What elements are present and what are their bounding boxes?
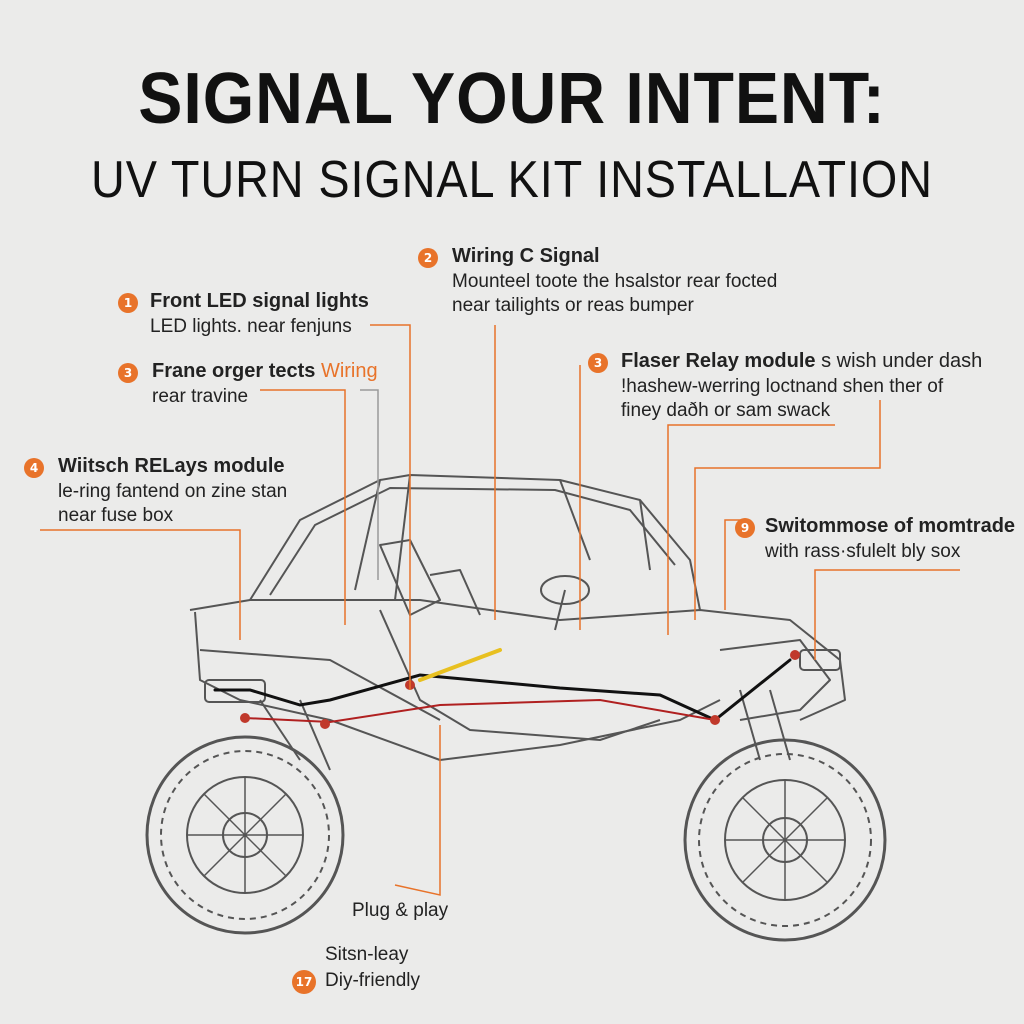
callout-line: finey daðh or sam swack [621,400,831,421]
callout-heading: Flaser Relay module [621,350,816,372]
callout-heading: Wiring C Signal [452,245,600,267]
callout-badge: 3 [118,363,138,383]
callout-heading: Frane orger tects [152,360,316,382]
callout-heading: Wiitsch RELays module [58,455,285,477]
callout-heading-tail: s wish under dash [821,350,983,372]
leader-lines [40,324,960,896]
callout-line: le-ring fantend on zine stan [58,481,288,502]
utv-illustration [145,474,887,942]
plug-and-play-label: Plug & play [352,900,449,921]
callout-line: near fuse box [58,505,174,526]
callout-badge: 2 [418,248,438,268]
wiring-harness [213,648,800,729]
callout-line: !hashew-werring loctnand shen ther of [621,376,944,397]
easy-install-label: Sitsn-leay [325,944,409,965]
callout-line: LED lights. near fenjuns [150,316,352,337]
diy-badge: 17 [292,970,316,994]
callout-line: with rass·sfulelt bly sox [765,541,961,562]
callout-badge: 9 [735,518,755,538]
page-subtitle: UV TURN SIGNAL KIT INSTALLATION [91,151,933,209]
callout-line: near tailights or reas bumper [452,295,694,316]
callout-heading-row: Flaser Relay module s wish under dash [621,350,982,373]
callout-heading: Switommose of momtrade [765,515,1016,537]
callout-heading: Front LED signal lights [150,290,369,312]
callout-line: Mounteel toote the hsalstor rear focted [452,271,778,292]
callout-badge: 3 [588,353,608,373]
callout-badge: 4 [24,458,44,478]
callout-heading-row: Frane orger tects Wiring [152,360,378,383]
diy-friendly-label: Diy-friendly [325,970,421,991]
callout-line: rear travine [152,386,249,407]
page-title: SIGNAL YOUR INTENT: [138,59,886,139]
callout-badge: 1 [118,293,138,313]
callout-heading-accent: Wiring [320,360,378,382]
